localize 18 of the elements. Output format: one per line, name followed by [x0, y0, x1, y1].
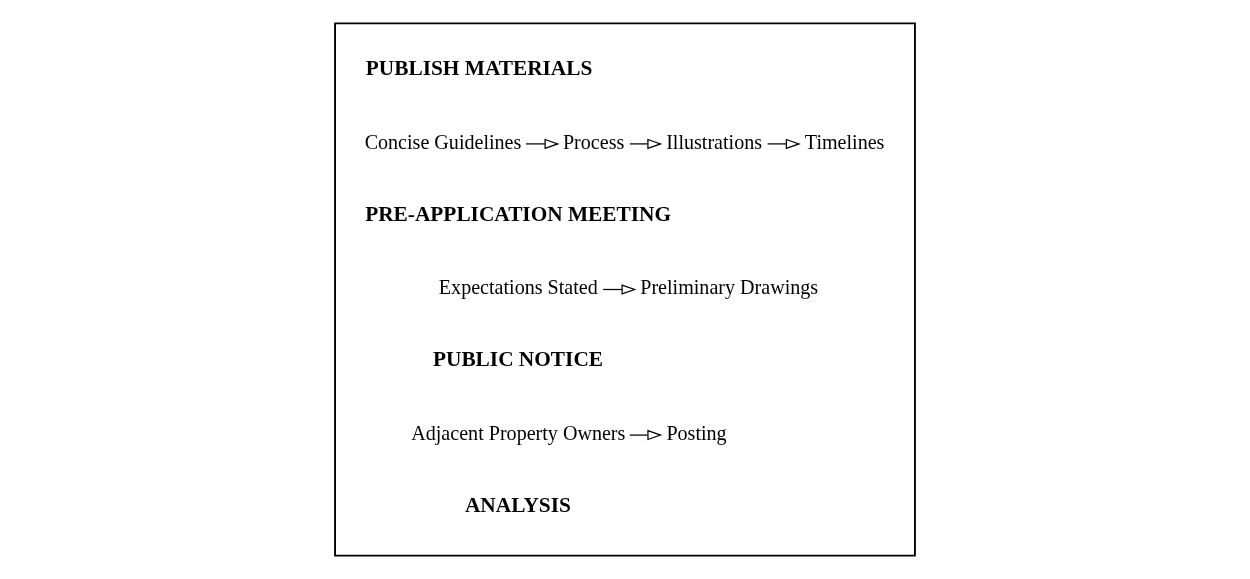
node-text: Posting — [666, 421, 727, 444]
label: PUBLIC NOTICE — [432, 347, 604, 372]
node-text: Timelines — [804, 130, 885, 153]
node-text: Illustrations — [666, 130, 763, 153]
node-text: Adjacent Property Owners — [411, 421, 626, 444]
arrow — [629, 429, 663, 441]
node-text: Expectations Stated — [438, 276, 598, 299]
arrow — [767, 138, 801, 150]
arrow — [602, 284, 637, 295]
arrow — [525, 138, 560, 150]
cluster — [334, 22, 916, 557]
node-text: Process — [562, 130, 625, 153]
label: PUBLISH MATERIALS — [365, 56, 593, 80]
label: PRE-APPLICATION MEETING — [365, 201, 672, 226]
arrow — [629, 138, 663, 150]
node-text: Concise Guidelines — [364, 130, 522, 153]
label: ANALYSIS — [464, 492, 571, 517]
node-text: Preliminary Drawings — [640, 276, 819, 299]
